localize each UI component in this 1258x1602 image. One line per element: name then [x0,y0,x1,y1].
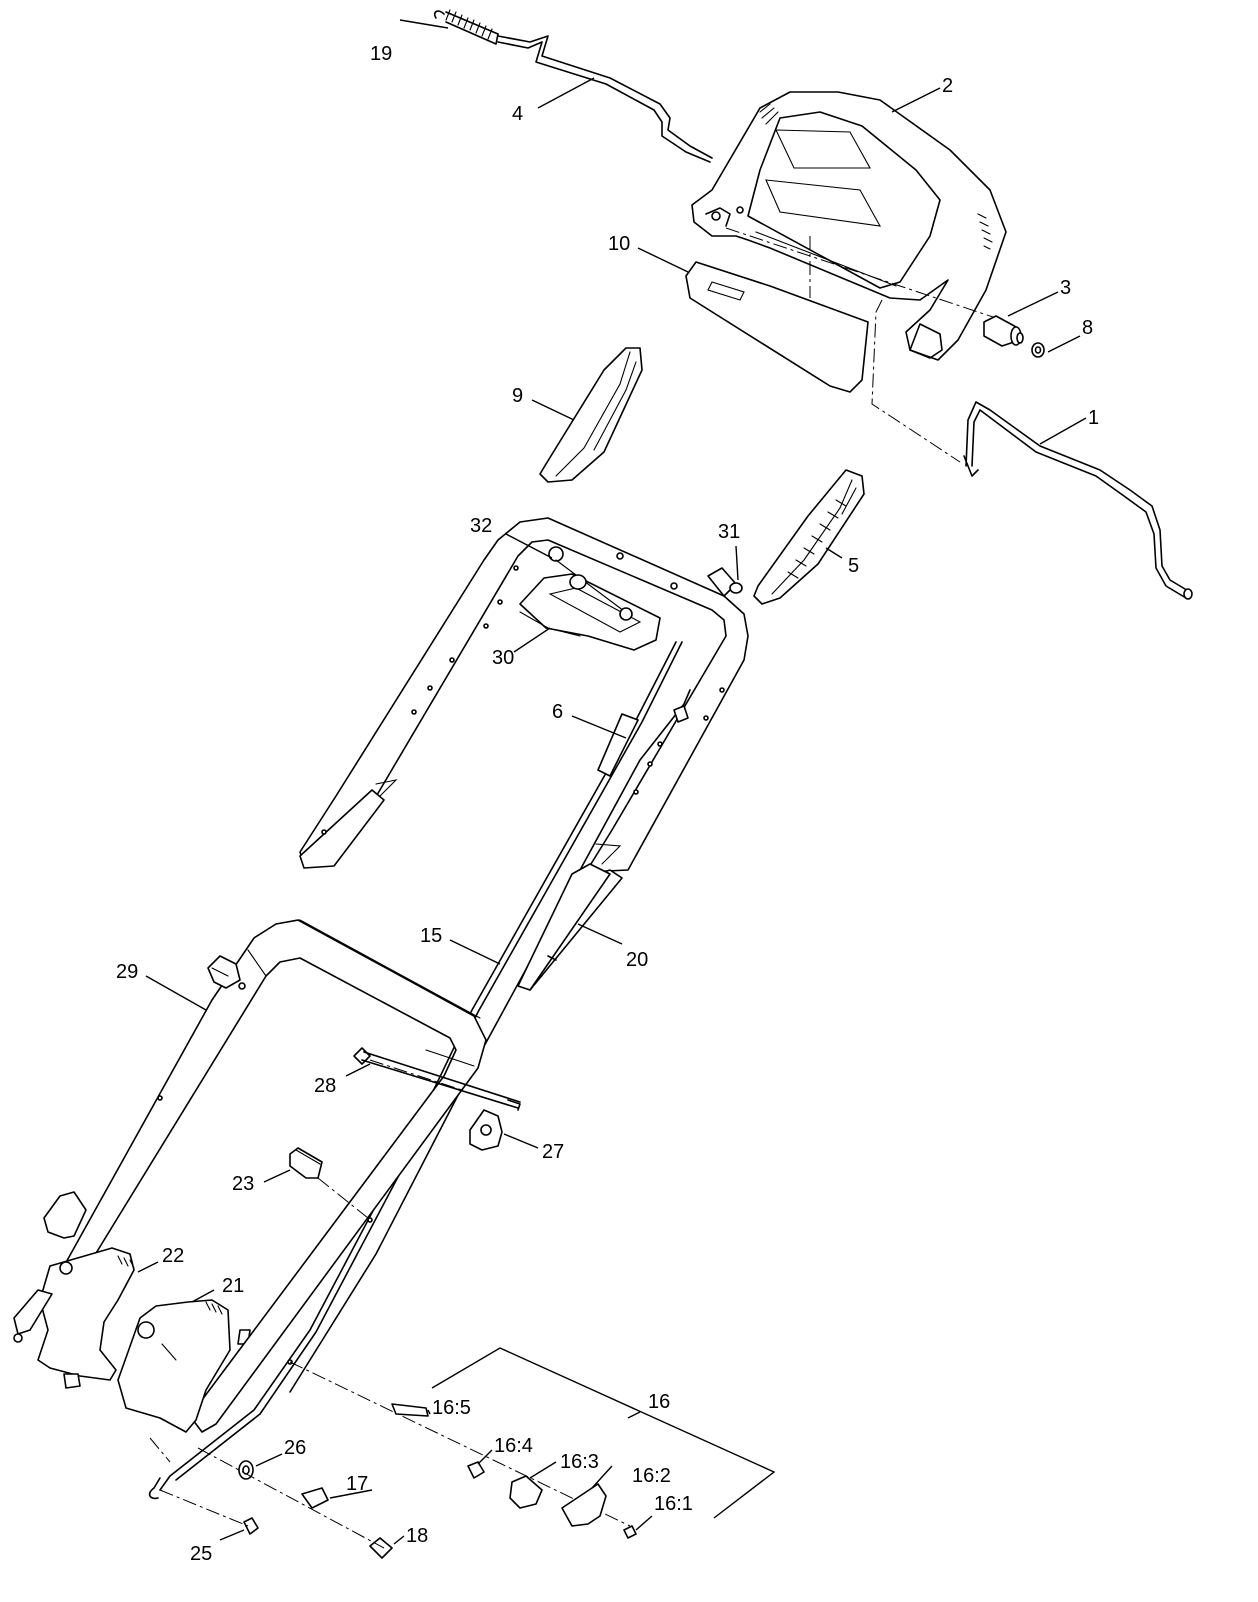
callout-16-4: 16:4 [494,1435,533,1457]
part-23-clip [289,1147,323,1179]
callout-26: 26 [284,1437,306,1459]
callout-1: 1 [1088,407,1099,429]
part-2-bail-handle [691,91,1007,361]
part-1-control-bail [963,401,1193,600]
callout-21: 21 [222,1275,244,1297]
part-18-bolt [369,1537,393,1559]
callout-19: 19 [370,43,392,65]
part-5-right-grip [753,469,865,605]
assembly-line [369,1059,463,1091]
part-8-washer [1031,342,1045,358]
part-22-bracket [13,1191,135,1389]
callout-29: 29 [116,961,138,983]
part-17-bolt [301,1487,329,1509]
callout-5: 5 [848,555,859,577]
callout-16-2: 16:2 [632,1465,671,1487]
part-16-assembly [289,1347,776,1539]
callout-labels: 1 2 3 4 5 6 8 9 10 15 16 16:1 16:2 16:3 … [116,43,1099,1565]
part-32-knob [548,546,633,621]
callout-31: 31 [718,521,740,543]
assembly-line [149,1437,171,1463]
callout-16-5: 16:5 [432,1397,471,1419]
callout-20: 20 [626,949,648,971]
callout-3: 3 [1060,277,1071,299]
callout-23: 23 [232,1173,254,1195]
callout-16-3: 16:3 [560,1451,599,1473]
leader-lines [137,19,1087,1545]
callout-9: 9 [512,385,523,407]
part-25-nut [243,1517,259,1535]
callout-22: 22 [162,1245,184,1267]
assembly-line [197,1447,385,1549]
callout-28: 28 [314,1075,336,1097]
callout-15: 15 [420,925,442,947]
part-28-bolt [353,1047,521,1111]
part-10-decal [685,261,869,393]
assembly-line [317,1177,369,1219]
assembly-line [159,1489,249,1527]
part-27-knob [469,1109,503,1151]
callout-18: 18 [406,1525,428,1547]
assembly-line [725,227,997,319]
part-31-screw [707,567,743,597]
callout-25: 25 [190,1543,212,1565]
callout-27: 27 [542,1141,564,1163]
callout-17: 17 [346,1473,368,1495]
part-4-rod [497,35,713,163]
callout-16-1: 16:1 [654,1493,693,1515]
part-3-pin [983,315,1024,347]
callout-6: 6 [552,701,563,723]
callout-4: 4 [512,103,523,125]
callout-16: 16 [648,1391,670,1413]
part-19-spring [433,9,499,45]
part-20-sleeve [517,863,611,991]
assembly-line [809,236,961,463]
part-30-handle-pad [519,573,661,651]
callout-8: 8 [1082,317,1093,339]
callout-2: 2 [942,75,953,97]
part-9-left-grip [539,347,643,483]
callout-32: 32 [470,515,492,537]
callout-30: 30 [492,647,514,669]
callout-10: 10 [608,233,630,255]
